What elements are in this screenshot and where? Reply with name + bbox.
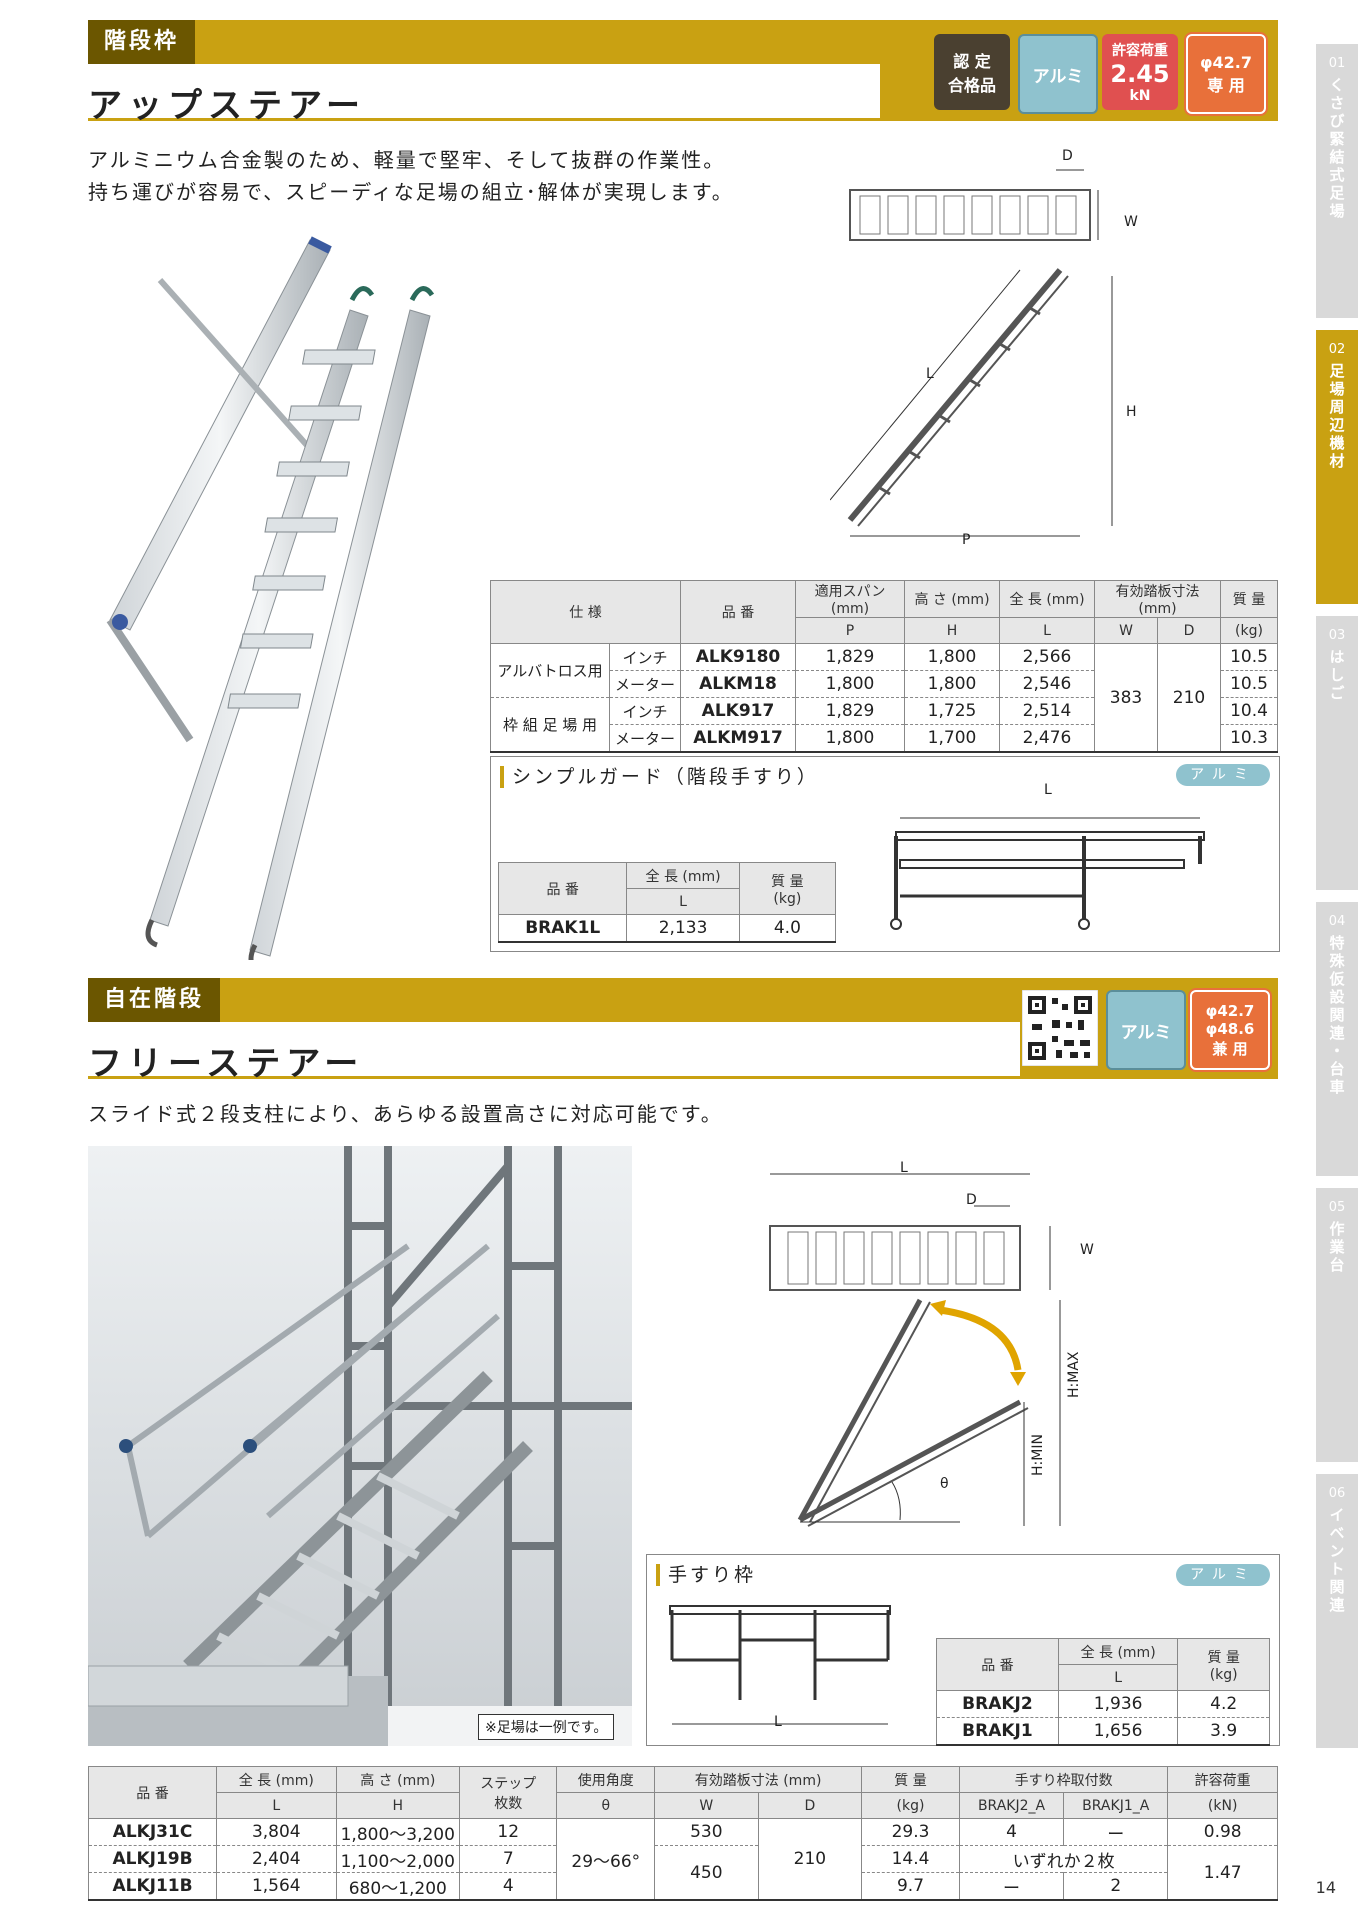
upstair-dim-W: W xyxy=(1124,214,1138,230)
table-row: ALKJ19B 2,404 1,100～2,000 7 450 14.4 いずれ… xyxy=(87,1845,1278,1901)
freestair-photo xyxy=(88,1146,632,1746)
upstair-product-illustration xyxy=(106,236,435,960)
rail-frame-dim-L: L xyxy=(774,1714,782,1730)
upstair-dim-P: P xyxy=(962,532,971,548)
load-badge: 許容荷重 2.45 kN xyxy=(1102,34,1178,110)
upstair-spec-table: 仕 様 品 番 適用スパン (mm) 高 さ (mm) 全 長 (mm) 有効踏… xyxy=(490,580,1278,753)
section2-underline xyxy=(88,1076,1278,1079)
section1-underline xyxy=(88,118,1278,121)
upstair-dimension-diagram xyxy=(830,169,1113,537)
alumi-badge-2: アルミ xyxy=(1106,990,1186,1070)
side-index-02[interactable]: 02 足場周辺機材 xyxy=(1316,330,1358,604)
simple-guard-alumi-pill: アルミ xyxy=(1176,764,1270,786)
alumi-badge: アルミ xyxy=(1018,34,1098,114)
side-index-04[interactable]: 04 特殊仮設関連・台車 xyxy=(1316,902,1358,1176)
freestair-dim-L: L xyxy=(900,1160,908,1176)
rail-frame-title: 手すり枠 xyxy=(656,1564,756,1586)
rail-frame-alumi-pill: アルミ xyxy=(1176,1564,1270,1586)
rail-frame-diagram xyxy=(669,1605,891,1725)
table-row: 枠 組 足 場 用 インチ ALK917 1,829 1,725 2,514 1… xyxy=(490,697,1278,753)
section2-tag: 自在階段 xyxy=(88,978,221,1022)
table-row: ALKJ31C 3,804 1,800～3,200 12 29～66° 530 … xyxy=(87,1818,1278,1901)
rail-frame-table: 品 番 全 長 (mm) 質 量(kg) L BRAKJ2 1,936 4.2 … xyxy=(936,1638,1270,1746)
section1-description: アルミニウム合金製のため、軽量で堅牢、そして抜群の作業性。 持ち運びが容易で、ス… xyxy=(88,148,734,204)
section1-header-bar xyxy=(88,20,1278,64)
simple-guard-diagram xyxy=(890,817,1205,930)
section2-title: フリーステアー xyxy=(88,1044,365,1084)
upstair-dim-D: D xyxy=(1062,148,1073,164)
simple-guard-table: 品 番 全 長 (mm) 質 量(kg) L BRAK1L 2,133 4.0 xyxy=(497,862,837,943)
page-number: 14 xyxy=(1315,1878,1336,1897)
side-index-03[interactable]: 03 はしご xyxy=(1316,616,1358,890)
table-row: ALKJ11B 1,564 680～1,200 4 9.7 ー 2 xyxy=(87,1872,1278,1901)
section2-description: スライド式２段支柱により、あらゆる設置高さに対応可能です。 xyxy=(88,1102,723,1126)
freestair-dim-D: D xyxy=(966,1192,977,1208)
pipe-badge-2: φ42.7 φ48.6 兼 用 xyxy=(1190,990,1270,1070)
simple-guard-title: シンプルガード（階段手すり） xyxy=(500,766,819,788)
side-index-01[interactable]: 01 くさび緊結式足場 xyxy=(1316,44,1358,318)
certified-badge: 認 定 合格品 xyxy=(934,34,1010,110)
table-row: メーター ALKM917 1,800 1,700 2,476 10.3 xyxy=(491,724,1278,753)
side-index-06[interactable]: 06 イベント関連 xyxy=(1316,1474,1358,1748)
table-row: メーター ALKM18 1,800 1,800 2,546 10.5 xyxy=(491,670,1278,698)
table-row: BRAKJ1 1,656 3.9 xyxy=(936,1717,1270,1746)
table-row: アルバトロス用 インチ ALK9180 1,829 1,800 2,566 38… xyxy=(490,643,1278,753)
simple-guard-dim-L: L xyxy=(1044,782,1052,798)
upstair-dim-H: H xyxy=(1126,404,1137,420)
qr-code-icon xyxy=(1022,990,1098,1066)
pipe-badge: φ42.7 専 用 xyxy=(1186,34,1266,114)
side-index-05[interactable]: 05 作業台 xyxy=(1316,1188,1358,1462)
freestair-dim-HMAX: H:MAX xyxy=(1066,1351,1082,1399)
freestair-dim-W: W xyxy=(1080,1242,1094,1258)
freestair-spec-table: 品 番 全 長 (mm) 高 さ (mm) ステップ枚数 使用角度 有効踏板寸法… xyxy=(87,1766,1278,1901)
upstair-dim-L: L xyxy=(926,366,934,382)
table-row: BRAK1L 2,133 4.0 xyxy=(497,914,837,943)
freestair-dimension-diagram xyxy=(769,1173,1061,1527)
section1-tag: 階段枠 xyxy=(88,20,196,64)
freestair-dim-HMIN: H:MIN xyxy=(1030,1434,1046,1476)
photo-note: ※足場は一例です。 xyxy=(478,1714,615,1740)
section1-title: アップステアー xyxy=(88,86,366,126)
section2-header-bar xyxy=(88,978,1278,1022)
freestair-dim-theta: θ xyxy=(940,1476,949,1492)
table-row: BRAKJ2 1,936 4.2 xyxy=(936,1690,1270,1718)
